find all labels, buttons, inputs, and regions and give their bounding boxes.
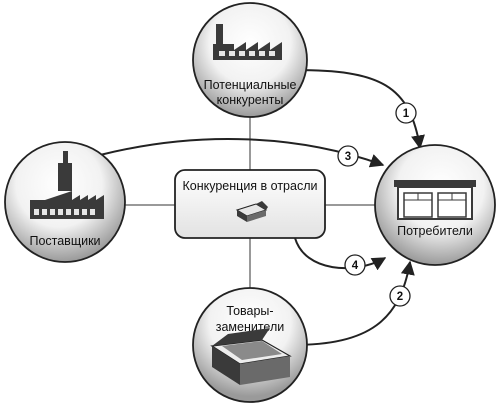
arrow-badge-3: 3 (337, 145, 359, 167)
arrow-badge-3-label: 3 (345, 151, 351, 163)
suppliers-label: Поставщики (29, 234, 100, 248)
open-box-icon (210, 328, 292, 385)
node-industry-rivalry: Конкуренция в отрасли (174, 169, 326, 239)
factory-icon (213, 24, 282, 60)
node-substitutes: Товары- заменители (192, 287, 308, 403)
node-buyers: Потребители (374, 144, 496, 266)
industry-label: Конкуренция в отрасли (183, 179, 318, 193)
substitutes-label-line1: Товары- (226, 304, 273, 318)
arrow-badge-1-label: 1 (403, 108, 410, 120)
potential-entrants-label-line1: Потенциальные (204, 78, 297, 92)
buyers-label: Потребители (397, 224, 473, 238)
connector-lines (125, 112, 375, 292)
arrow-badge-1: 1 (395, 102, 417, 124)
node-suppliers: Поставщики (4, 141, 126, 263)
factory-chimney-icon (30, 151, 104, 219)
arrow-badge-4: 4 (344, 254, 366, 276)
arrow-badge-2: 2 (389, 285, 411, 307)
potential-entrants-label-line2: конкуренты (217, 93, 284, 107)
node-potential-entrants: Потенциальные конкуренты (192, 2, 308, 118)
arrow-badge-2-label: 2 (397, 291, 403, 303)
arrow-1-path (294, 69, 425, 150)
arrow-4-path (294, 237, 387, 271)
arrow-2-path (291, 260, 415, 346)
arrow-badge-4-label: 4 (352, 260, 359, 272)
box-icon (235, 201, 268, 222)
shop-icon (394, 180, 476, 220)
